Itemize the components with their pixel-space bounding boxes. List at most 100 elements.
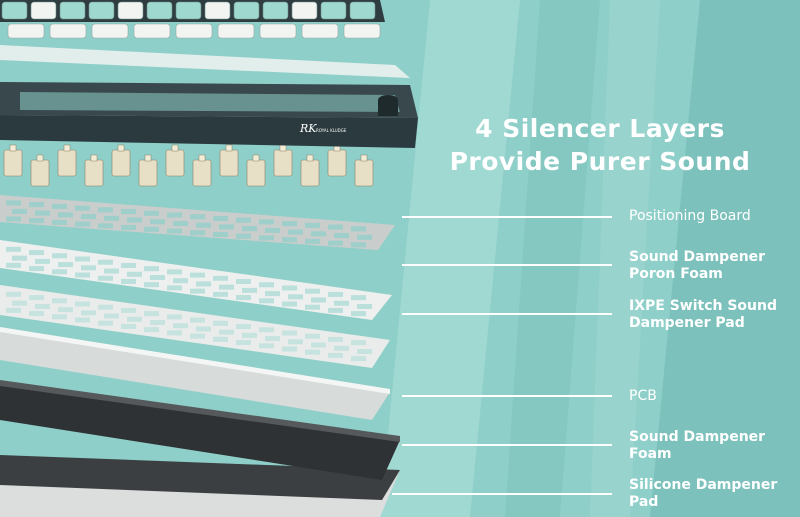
switch-stem	[225, 144, 233, 152]
headline-line-1: 4 Silencer Layers	[475, 114, 725, 143]
keycap	[146, 1, 173, 20]
switch	[300, 159, 320, 187]
pad-cutout	[6, 291, 21, 297]
keycap	[1, 1, 28, 20]
plate-cutout	[236, 233, 251, 239]
plate-cutout	[35, 210, 50, 216]
plate-cutout	[167, 212, 182, 218]
plate-cutout	[242, 226, 257, 232]
switch-stem	[306, 154, 314, 162]
keycap	[291, 1, 318, 20]
plate-cutout	[144, 226, 159, 232]
keycap	[133, 23, 171, 39]
pad-cutout	[104, 313, 119, 319]
switch	[219, 149, 239, 177]
foam-cutout	[334, 300, 349, 306]
foam-cutout	[265, 291, 280, 297]
foam-cutout	[305, 288, 320, 294]
switch	[111, 149, 131, 177]
callout-label-silicone-pad: Silicone Dampener Pad	[629, 477, 778, 510]
pad-cutout	[305, 349, 320, 355]
keycap	[343, 23, 381, 39]
foam-cutout	[259, 282, 274, 288]
pad-cutout	[190, 333, 205, 339]
plate-cutout	[104, 215, 119, 221]
plate-cutout	[219, 224, 234, 230]
pad-cutout	[75, 301, 90, 307]
pad-cutout	[6, 307, 21, 313]
foam-cutout	[328, 291, 343, 297]
foam-cutout	[236, 279, 251, 285]
plate-cutout	[98, 223, 113, 229]
foam-cutout	[213, 291, 228, 297]
product-logo-subtext: ROYAL KLUDGE	[316, 128, 347, 133]
switch	[327, 149, 347, 177]
pad-cutout	[144, 327, 159, 333]
foam-cutout	[98, 259, 113, 265]
pad-cutout	[98, 304, 113, 310]
foam-cutout	[52, 269, 67, 275]
pad-cutout	[242, 332, 257, 338]
foam-cutout	[98, 275, 113, 281]
plate-cutout	[81, 214, 96, 220]
plate-cutout	[58, 212, 73, 218]
plate-cutout	[190, 230, 205, 236]
keycap	[59, 1, 86, 20]
foam-cutout	[81, 265, 96, 271]
foam-cutout	[29, 266, 44, 272]
foam-cutout	[357, 303, 372, 309]
switch-stem	[171, 144, 179, 152]
plate-cutout	[127, 217, 142, 223]
plate-cutout	[98, 207, 113, 213]
foam-cutout	[12, 255, 27, 261]
foam-cutout	[121, 262, 136, 268]
plate-cutout	[196, 222, 211, 228]
keycap	[175, 1, 202, 20]
keycap	[117, 1, 144, 20]
pad-cutout	[213, 336, 228, 342]
foam-cutout	[259, 298, 274, 304]
pad-cutout	[52, 314, 67, 320]
plate-cutout	[144, 210, 159, 216]
keycap	[349, 1, 376, 20]
pad-cutout	[75, 317, 90, 323]
foam-cutout	[288, 294, 303, 300]
pad-cutout	[219, 329, 234, 335]
foam-cutout	[35, 258, 50, 264]
callout-line-ixpe-pad	[402, 313, 612, 315]
foam-cutout	[351, 295, 366, 301]
foam-cutout	[167, 269, 182, 275]
pad-cutout	[35, 303, 50, 309]
foam-cutout	[236, 295, 251, 301]
pad-cutout	[236, 324, 251, 330]
pad-cutout	[265, 336, 280, 342]
pad-cutout	[351, 356, 366, 362]
switch	[246, 159, 266, 187]
pad-cutout	[328, 336, 343, 342]
switch	[354, 159, 374, 187]
foam-cutout	[144, 266, 159, 272]
keycap	[301, 23, 339, 39]
foam-cutout	[75, 256, 90, 262]
pad-cutout	[29, 295, 44, 301]
plate-cutout	[305, 222, 320, 228]
plate-cutout	[259, 235, 274, 241]
pad-cutout	[144, 311, 159, 317]
headline-line-2: Provide Purer Sound	[449, 147, 751, 176]
foam-cutout	[196, 281, 211, 287]
plate-cutout	[288, 229, 303, 235]
foam-cutout	[58, 262, 73, 268]
plate-cutout	[282, 237, 297, 243]
plate-cutout	[29, 202, 44, 208]
sound-dampener-foam-layer	[0, 385, 400, 480]
pad-cutout	[127, 316, 142, 322]
plate-cutout	[311, 231, 326, 237]
pad-cutout	[150, 320, 165, 325]
callout-label-positioning-board: Positioning Board	[629, 208, 751, 224]
foam-cutout	[6, 262, 21, 268]
plate-cutout	[173, 220, 188, 226]
switch	[192, 159, 212, 187]
plate-cutout	[351, 242, 366, 248]
